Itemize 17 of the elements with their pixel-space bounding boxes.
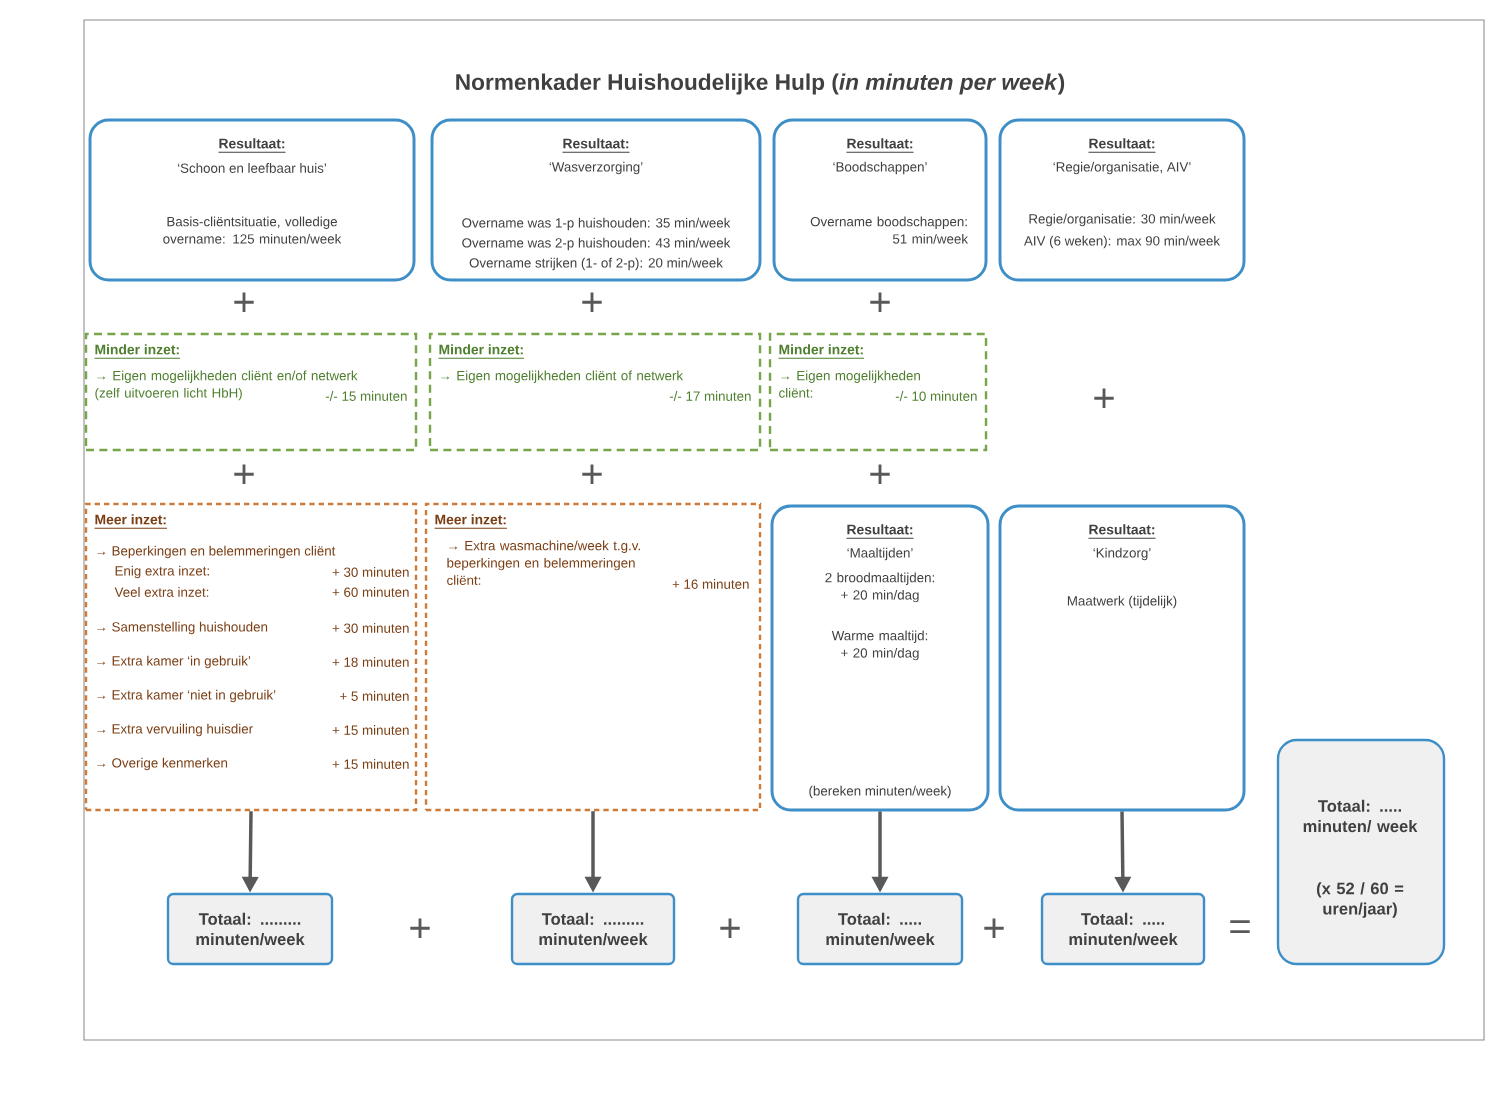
- operator-sign: +: [720, 918, 740, 939]
- operator-sign: +: [870, 292, 890, 313]
- operator-sign: +: [234, 464, 254, 485]
- operator-sign: =: [1230, 920, 1250, 934]
- title: Normenkader Huishoudelijke Hulp (in minuten per week): [456, 73, 1065, 95]
- operator-sign: +: [234, 292, 254, 313]
- total-box: Totaal: ..... minuten/week: [1040, 892, 1206, 966]
- operator-sign: +: [582, 292, 602, 313]
- operator-sign: +: [984, 918, 1004, 939]
- total-box: Totaal: ......... minuten/week: [510, 892, 676, 966]
- total-box: Totaal: ..... minuten/week: [796, 892, 964, 966]
- operator-sign: +: [870, 464, 890, 485]
- operator-sign: +: [582, 464, 602, 485]
- operator-sign: +: [410, 918, 430, 939]
- grand-total-box: Totaal: ..... minuten/ week (x 52 / 60 = uren/jaar): [1276, 738, 1446, 966]
- operator-sign: +: [1094, 388, 1114, 409]
- total-box: Totaal: ......... minuten/week: [166, 892, 334, 966]
